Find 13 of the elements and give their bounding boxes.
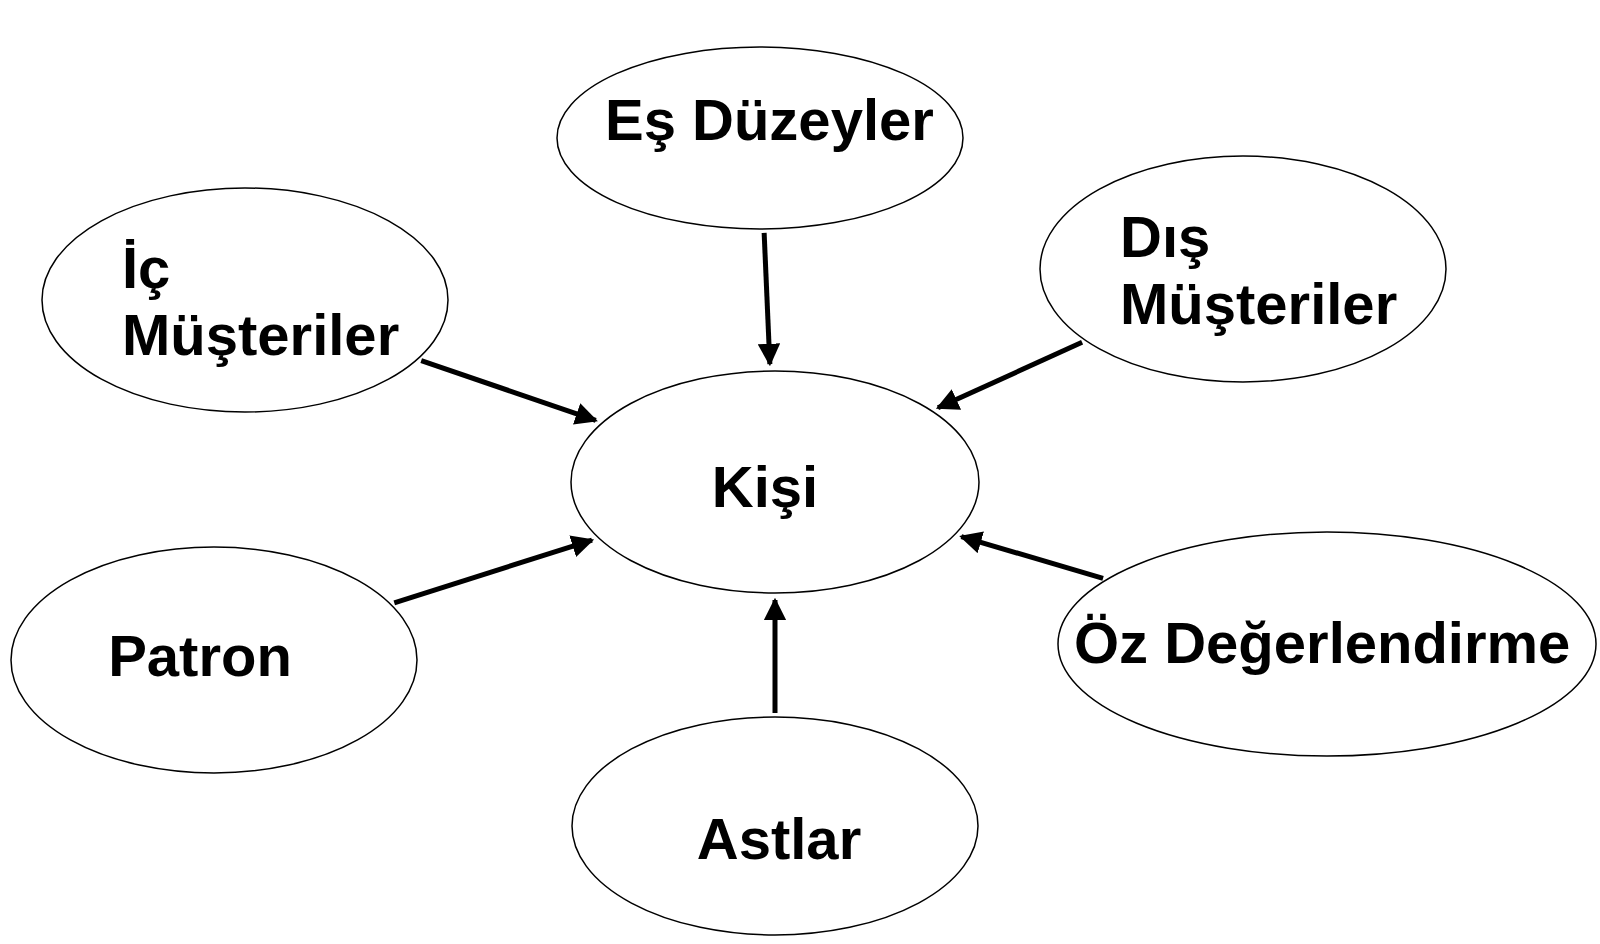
arrow xyxy=(393,535,595,606)
node-label: Kişi xyxy=(710,454,820,521)
arrow xyxy=(959,531,1104,581)
node-label: Dış Müşteriler xyxy=(1120,204,1399,338)
arrow xyxy=(757,232,781,367)
arrow xyxy=(763,597,787,713)
node-label: Öz Değerlendirme xyxy=(1074,610,1572,677)
node-label: Eş Düzeyler xyxy=(605,87,935,154)
arrow xyxy=(420,358,598,425)
node-label: Astlar xyxy=(695,806,863,873)
node-label: İç Müşteriler xyxy=(122,235,401,369)
node-label: Patron xyxy=(107,623,293,690)
arrow xyxy=(935,339,1084,411)
